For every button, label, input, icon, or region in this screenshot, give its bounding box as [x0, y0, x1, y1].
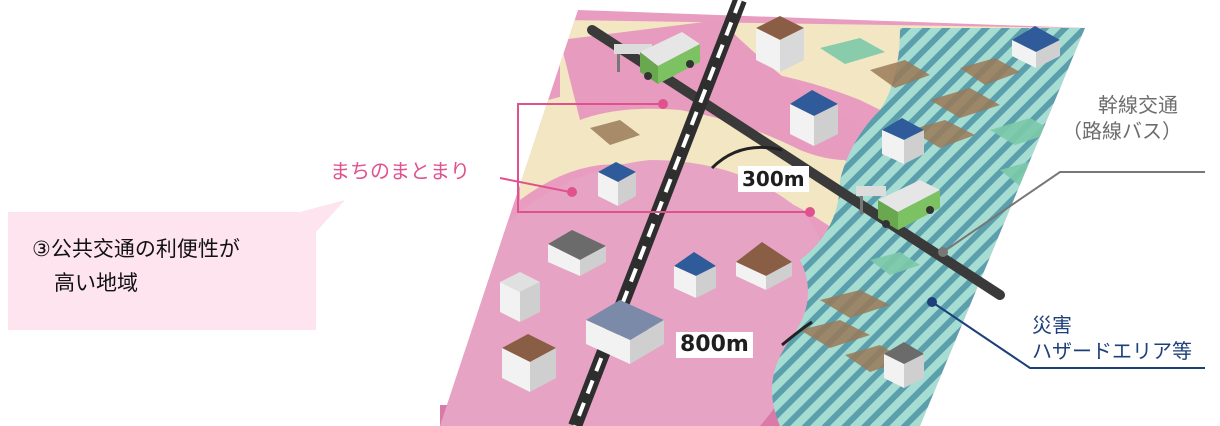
distance-300m-label: 300m [738, 166, 809, 192]
callout-line-2: 高い地域 [54, 271, 138, 295]
hazard-dot [927, 297, 937, 307]
hazard-area-label: 災害 ハザードエリア等 [1032, 312, 1192, 364]
trunk-dot [938, 247, 948, 257]
building-hazard-top-right [1012, 26, 1060, 68]
bus-stop-top [614, 44, 652, 72]
bus-right [878, 180, 940, 230]
hazard-leader-line [931, 301, 1205, 369]
distance-800m-label: 800m [676, 332, 753, 358]
trunk-leader-line [942, 171, 1205, 253]
trunk-transit-label-2: （路線バス） [1062, 119, 1182, 143]
building-hazard-mid [882, 118, 924, 164]
trunk-transit-label-1: 幹線交通 [1098, 93, 1178, 117]
building-grey-left [548, 230, 606, 276]
town-dots [567, 99, 815, 217]
building-tall-left [500, 272, 540, 322]
callout-text: ③公共交通の利便性が 高い地域 [32, 232, 240, 300]
hazard-label-1: 災害 [1032, 313, 1072, 337]
bus-top [640, 32, 700, 84]
building-apartment [790, 90, 838, 146]
trunk-transit-label: 幹線交通 （路線バス） [1062, 92, 1182, 144]
town-leader-lines [499, 103, 810, 213]
callout-line-1: ③公共交通の利便性が [32, 237, 240, 261]
shop-building [502, 334, 556, 392]
town-cluster-label: まちのまとまり [330, 159, 470, 183]
building-brown-roof [736, 242, 792, 290]
bus-stop-right [856, 186, 886, 214]
station-building [586, 300, 664, 364]
building-top-center [756, 16, 804, 72]
arc-300m [710, 145, 783, 170]
hazard-label-2: ハザードエリア等 [1032, 339, 1192, 363]
callout-box [8, 212, 316, 330]
building-house-center [674, 252, 716, 298]
building-small-house [598, 162, 636, 206]
building-hazard-bottom [884, 342, 924, 388]
